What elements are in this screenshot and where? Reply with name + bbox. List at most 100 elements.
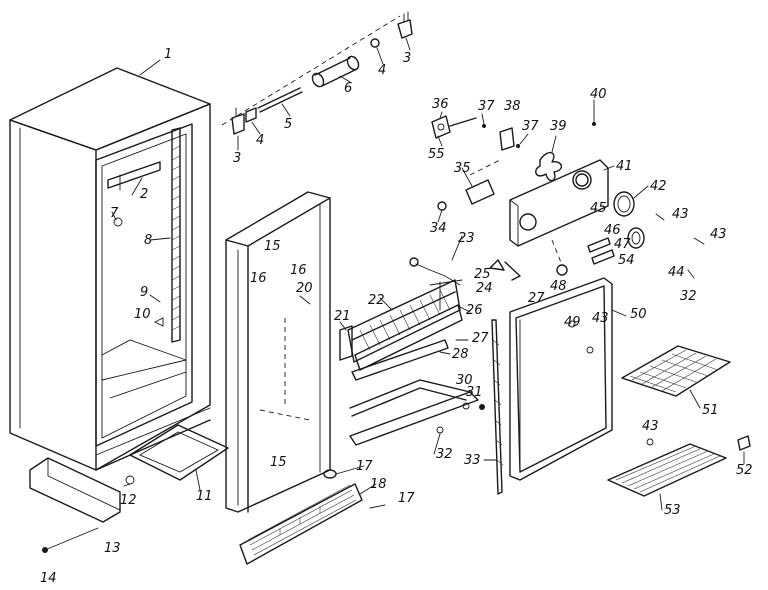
label-43-d: 43: [642, 419, 659, 434]
label-7: 7: [110, 206, 119, 221]
label-2: 2: [140, 187, 148, 202]
bar-46: [587, 237, 611, 253]
label-48: 48: [550, 279, 567, 294]
label-15-top: 15: [264, 239, 281, 254]
grille-53: [607, 443, 727, 497]
rod-33: [491, 319, 504, 495]
knob-42: [613, 191, 635, 217]
tube-assembly: [221, 11, 413, 135]
label-34: 34: [430, 221, 447, 236]
label-45: 45: [590, 201, 607, 216]
label-11: 11: [196, 489, 213, 504]
evaporator-assembly: [339, 257, 521, 446]
clip-9: [149, 294, 161, 303]
label-39: 39: [550, 119, 567, 134]
label-37-right: 37: [522, 119, 539, 134]
label-9: 9: [140, 285, 148, 300]
clip-52: [737, 435, 751, 451]
label-1: 1: [164, 47, 172, 62]
frame-11: [129, 424, 229, 481]
screw-44: [687, 269, 695, 279]
label-25: 25: [474, 267, 491, 282]
screw-34: [437, 201, 447, 211]
label-3-left: 3: [233, 151, 241, 166]
label-42: 42: [650, 179, 667, 194]
label-41: 41: [616, 159, 633, 174]
bracket-35: [465, 179, 495, 205]
bar-47: [591, 249, 615, 265]
label-54: 54: [618, 253, 635, 268]
label-28: 28: [452, 347, 469, 362]
label-22: 22: [368, 293, 385, 308]
label-13: 13: [104, 541, 121, 556]
label-32-right: 32: [680, 289, 697, 304]
fan-blade-39: [535, 152, 562, 182]
label-47: 47: [614, 237, 631, 252]
label-44: 44: [668, 265, 685, 280]
clip-10: [153, 317, 164, 327]
label-3-right: 3: [403, 51, 411, 66]
screw-7: [113, 217, 123, 227]
label-24: 24: [476, 281, 493, 296]
knob-54: [627, 227, 645, 249]
label-55: 55: [428, 147, 445, 162]
label-20: 20: [296, 281, 313, 296]
screw-32b: [436, 426, 444, 434]
label-27-left: 27: [472, 331, 489, 346]
label-49: 49: [564, 315, 581, 330]
label-23: 23: [458, 231, 475, 246]
screw-37a: [482, 124, 486, 128]
label-4-right: 4: [378, 63, 386, 78]
lamp-48: [556, 264, 568, 276]
label-5: 5: [284, 117, 292, 132]
screw-43a: [655, 213, 665, 221]
panel-50: [509, 277, 613, 481]
label-38: 38: [504, 99, 521, 114]
label-16-right: 16: [290, 263, 307, 278]
label-26: 26: [466, 303, 483, 318]
label-17-top: 17: [356, 459, 373, 474]
screw-49: [568, 320, 576, 328]
label-43-a: 43: [672, 207, 689, 222]
leader-lines: [123, 37, 745, 511]
screw-37b: [516, 144, 520, 148]
screw-43b: [693, 237, 705, 245]
label-40: 40: [590, 87, 607, 102]
grille-18: [239, 483, 363, 565]
rail-8: [171, 127, 181, 343]
thermostat-36: [431, 115, 477, 139]
label-18: 18: [370, 477, 387, 492]
screw-30: [462, 402, 470, 410]
label-14: 14: [40, 571, 57, 586]
label-10: 10: [134, 307, 151, 322]
shelf-bracket-2: [107, 161, 161, 191]
toe-plate-13: [29, 457, 121, 523]
label-17-bottom: 17: [398, 491, 415, 506]
label-53: 53: [664, 503, 681, 518]
label-43-b: 43: [710, 227, 727, 242]
screw-43c: [586, 346, 594, 354]
label-6: 6: [344, 81, 352, 96]
switch-38: [499, 127, 515, 151]
part-labels: 1 2 3 3 4 4 5 6 7 8 9 10 11 12 13 14 15 …: [40, 47, 753, 586]
label-30: 30: [456, 373, 473, 388]
cabinet-body: [9, 67, 211, 471]
control-panel-41: [509, 159, 609, 247]
clip-17: [323, 469, 337, 479]
label-4-left: 4: [256, 133, 264, 148]
screw-43d: [646, 438, 654, 446]
screw-31: [479, 404, 485, 410]
label-50: 50: [630, 307, 647, 322]
label-12: 12: [120, 493, 137, 508]
screw-17: [369, 504, 386, 509]
screw-12: [125, 475, 135, 485]
label-36: 36: [432, 97, 449, 112]
shelf-51: [621, 345, 731, 397]
label-46: 46: [604, 223, 621, 238]
label-31: 31: [466, 385, 483, 400]
label-33: 33: [464, 453, 481, 468]
label-15-bottom: 15: [270, 455, 287, 470]
label-16-left: 16: [250, 271, 267, 286]
